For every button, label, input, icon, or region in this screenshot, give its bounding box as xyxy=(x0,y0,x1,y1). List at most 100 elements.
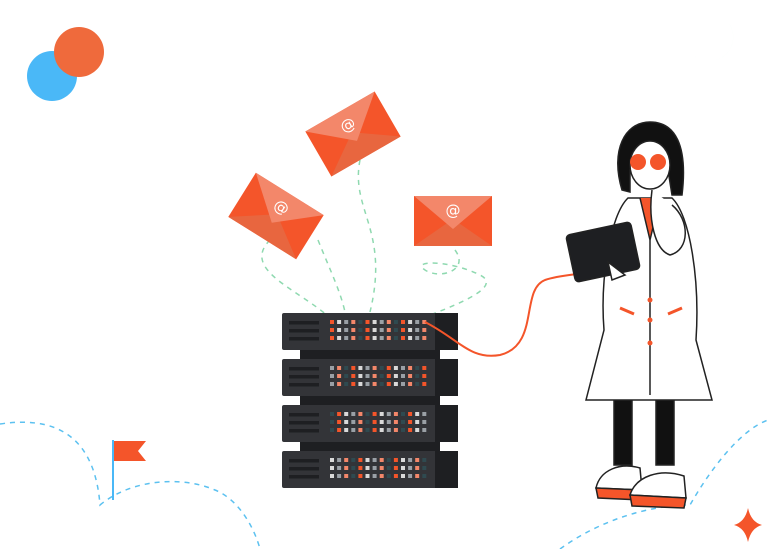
status-led xyxy=(408,366,413,370)
status-led xyxy=(330,336,334,340)
server-rack xyxy=(282,313,458,488)
status-led xyxy=(337,458,342,462)
status-led xyxy=(365,428,370,432)
status-led xyxy=(386,328,391,332)
status-led xyxy=(365,336,370,340)
status-led xyxy=(422,382,427,386)
server-unit-side xyxy=(435,359,458,396)
status-led xyxy=(379,412,384,416)
vent-slot xyxy=(289,329,319,333)
dashed-hill-left xyxy=(0,421,261,549)
status-led xyxy=(330,366,334,370)
status-led xyxy=(415,458,420,462)
sparkle-icon xyxy=(734,508,762,542)
status-led xyxy=(358,428,363,432)
status-led xyxy=(365,366,370,370)
status-led xyxy=(358,412,363,416)
cable xyxy=(424,271,591,357)
server-unit-side xyxy=(435,313,458,350)
status-led xyxy=(344,328,349,332)
status-led xyxy=(408,328,413,332)
status-led xyxy=(372,428,377,432)
status-led xyxy=(393,320,398,324)
status-led xyxy=(337,328,342,332)
status-led xyxy=(415,374,420,378)
status-led xyxy=(358,474,363,478)
status-led xyxy=(337,336,342,340)
status-led xyxy=(365,320,370,324)
status-led xyxy=(365,374,370,378)
status-led xyxy=(386,320,391,324)
status-led xyxy=(401,382,405,386)
status-led xyxy=(365,458,370,462)
status-led xyxy=(393,412,398,416)
status-led xyxy=(408,382,413,386)
status-led xyxy=(365,382,370,386)
orange-circle xyxy=(54,27,104,77)
status-led xyxy=(337,466,342,470)
server-unit xyxy=(282,359,458,396)
status-led xyxy=(358,320,363,324)
status-led xyxy=(372,320,377,324)
status-led xyxy=(408,428,413,432)
status-led xyxy=(372,374,377,378)
status-led xyxy=(379,474,384,478)
status-led xyxy=(415,474,420,478)
status-led xyxy=(415,412,420,416)
status-led xyxy=(330,412,334,416)
status-led xyxy=(393,328,398,332)
server-unit xyxy=(282,313,458,350)
status-led xyxy=(393,336,398,340)
status-led xyxy=(351,328,356,332)
status-led xyxy=(344,412,349,416)
status-led xyxy=(393,366,398,370)
status-led xyxy=(408,320,413,324)
status-led xyxy=(386,336,391,340)
status-led xyxy=(351,458,356,462)
server-unit-side xyxy=(435,451,458,488)
status-led xyxy=(393,382,398,386)
status-led xyxy=(379,366,384,370)
status-led xyxy=(337,374,342,378)
status-led xyxy=(401,328,405,332)
status-led xyxy=(393,428,398,432)
status-led xyxy=(386,458,391,462)
status-led xyxy=(386,428,391,432)
status-led xyxy=(393,474,398,478)
status-led xyxy=(415,466,420,470)
status-led xyxy=(344,458,349,462)
status-led xyxy=(372,458,377,462)
vent-slot xyxy=(289,475,319,479)
status-led xyxy=(330,428,334,432)
email-paths xyxy=(261,159,488,319)
status-led xyxy=(408,374,413,378)
status-led xyxy=(408,412,413,416)
status-led xyxy=(344,420,349,424)
status-led xyxy=(330,474,334,478)
status-led xyxy=(401,366,405,370)
status-led xyxy=(344,382,349,386)
status-led xyxy=(337,412,342,416)
server-unit xyxy=(282,451,458,488)
status-led xyxy=(365,412,370,416)
status-led xyxy=(330,458,334,462)
woman-with-tablet xyxy=(565,121,713,509)
status-led xyxy=(401,412,405,416)
status-led xyxy=(379,458,384,462)
vent-slot xyxy=(289,413,319,417)
moon-icon xyxy=(690,22,734,62)
status-led xyxy=(415,428,420,432)
status-led xyxy=(379,382,384,386)
status-led xyxy=(358,336,363,340)
status-led xyxy=(344,474,349,478)
status-led xyxy=(379,320,384,324)
vent-slot xyxy=(289,383,319,387)
status-led xyxy=(344,366,349,370)
vent-slot xyxy=(289,337,319,341)
status-led xyxy=(365,466,370,470)
status-led xyxy=(351,336,356,340)
vent-slot xyxy=(289,375,319,379)
status-led xyxy=(365,420,370,424)
